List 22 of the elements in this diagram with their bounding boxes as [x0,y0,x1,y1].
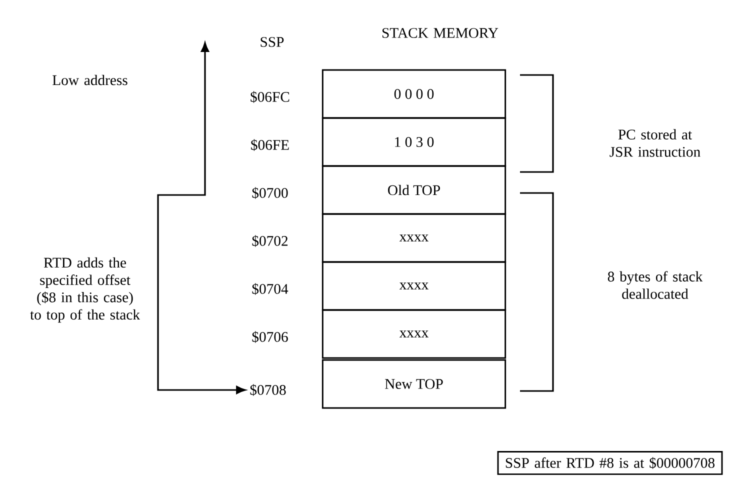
text-label: STACK MEMORY [382,28,498,38]
memory-cell: xxxx [322,213,506,263]
memory-cell: New TOP [322,359,506,409]
memory-cell: xxxx [322,309,506,359]
note-box: SSP after RTD #8 is at $00000708 [497,451,723,475]
text-label: PC stored at JSR instruction [610,129,700,157]
address-label: $0708 [250,384,286,396]
memory-cell: xxxx [322,261,506,311]
text-label: RTD adds the specified offset ($8 in this case) to top of the stack [30,257,140,323]
text-label: SSP [260,37,284,47]
text-label: $0704 [252,283,288,295]
text-label: 8 bytes of stack deallocated [608,271,703,299]
memory-cell: Old TOP [322,165,506,215]
arrow [157,42,246,394]
memory-cell: 0 0 0 0 [322,69,506,119]
text-label: $06FC [250,91,290,103]
text-label: $0700 [252,187,288,199]
memory-cell: 1 0 3 0 [322,117,506,167]
text-label: $06FE [251,139,289,151]
text-label: $0706 [252,331,288,343]
text-label: $0702 [252,235,288,247]
text-label: Low address [52,74,128,86]
